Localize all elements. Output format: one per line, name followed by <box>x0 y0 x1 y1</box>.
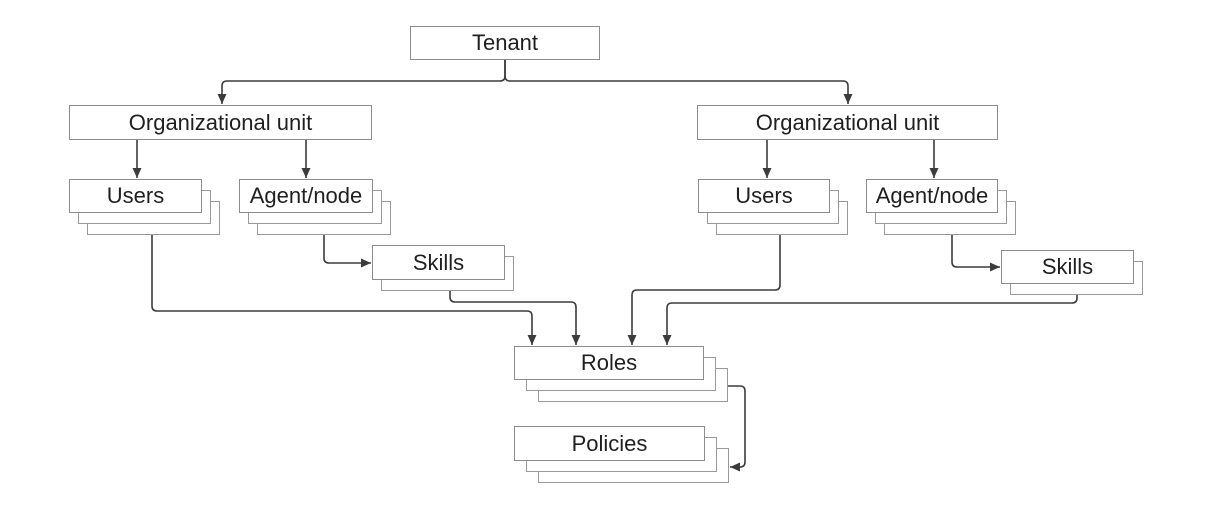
right-org-unit-label: Organizational unit <box>755 109 940 135</box>
node-right-users: Users <box>698 179 848 235</box>
left-users-label: Users <box>106 183 165 208</box>
roles-label: Roles <box>580 350 638 375</box>
right-skills-label: Skills <box>1041 254 1094 279</box>
edge-rightagent-skills <box>951 235 1000 272</box>
edge-tenant-right-org <box>504 60 853 104</box>
node-tenant: Tenant <box>410 26 600 60</box>
node-left-skills: Skills <box>372 245 514 291</box>
edge-rightusers-roles <box>627 235 781 345</box>
right-agent-node-box: Agent/node <box>866 179 998 213</box>
node-left-org-unit: Organizational unit <box>69 105 372 140</box>
right-skills-box: Skills <box>1001 250 1134 284</box>
tenant-label: Tenant <box>471 30 539 55</box>
node-right-skills: Skills <box>1001 250 1143 295</box>
edge-leftskills-roles <box>449 291 581 345</box>
policies-label: Policies <box>571 430 648 456</box>
edge-tenant-left-org <box>217 60 506 104</box>
edge-leftagent-skills <box>323 235 371 268</box>
roles-box: Roles <box>514 346 704 380</box>
node-right-org-unit: Organizational unit <box>697 105 998 140</box>
tenant-box: Tenant <box>410 26 600 60</box>
left-agent-node-label: Agent/node <box>249 183 363 208</box>
right-org-unit-box: Organizational unit <box>697 105 998 140</box>
right-users-label: Users <box>735 183 793 208</box>
edge-leftusers-roles <box>151 235 537 345</box>
left-skills-box: Skills <box>372 245 505 280</box>
node-policies: Policies <box>514 426 729 483</box>
left-users-box: Users <box>69 179 202 213</box>
right-agent-node-label: Agent/node <box>875 183 989 208</box>
node-right-agent-node: Agent/node <box>866 179 1016 235</box>
left-agent-node-box: Agent/node <box>239 179 373 213</box>
left-org-unit-label: Organizational unit <box>128 109 313 135</box>
edge-roles-policies <box>728 385 746 472</box>
right-users-box: Users <box>698 179 830 213</box>
node-left-agent-node: Agent/node <box>239 179 391 235</box>
node-left-users: Users <box>69 179 220 235</box>
node-roles: Roles <box>514 346 728 402</box>
edge-rightskills-roles <box>662 295 1078 345</box>
policies-box: Policies <box>514 426 705 461</box>
left-org-unit-box: Organizational unit <box>69 105 372 140</box>
left-skills-label: Skills <box>412 249 465 275</box>
